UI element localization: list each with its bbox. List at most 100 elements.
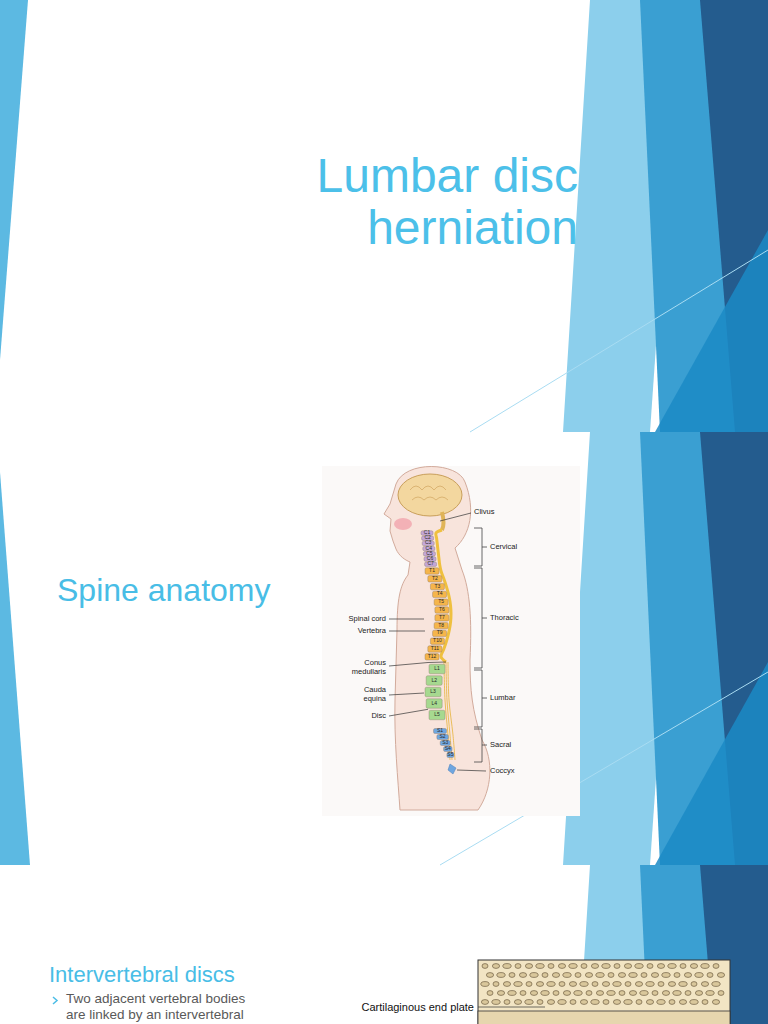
- bone-pore: [563, 973, 571, 978]
- brain: [398, 474, 462, 516]
- part-label: Vertebra: [358, 627, 386, 636]
- bone-pore: [492, 964, 499, 969]
- label-anchor: Cervical: [490, 543, 517, 552]
- label-anchor: Thoracic: [490, 614, 519, 623]
- vertebra-body: [434, 622, 448, 628]
- label-anchor: T8: [438, 623, 444, 629]
- vertebra-body: [426, 699, 442, 709]
- bone-pore: [680, 964, 686, 969]
- vertebra-number: T9: [437, 631, 443, 637]
- vertebra-body: [430, 638, 444, 644]
- label-anchor: S4: [445, 746, 451, 752]
- bone-pore: [674, 973, 680, 978]
- bone-pore: [525, 1000, 533, 1005]
- bone-pore: [493, 982, 499, 987]
- vertebra-number: T6: [439, 607, 445, 613]
- vertebra-number: T7: [439, 615, 445, 621]
- bone-pore: [668, 964, 676, 969]
- end-plate: [478, 1011, 730, 1024]
- bone-pore: [558, 1000, 566, 1005]
- bone-pore: [596, 973, 604, 978]
- bone-pore: [497, 991, 504, 996]
- vertebra-number: T12: [428, 654, 437, 660]
- vertebra-number: L1: [434, 666, 440, 672]
- vertebra-column: [421, 530, 455, 760]
- bone-pore: [641, 973, 647, 978]
- bone-pore: [525, 964, 532, 969]
- label-anchor: Spinal cord: [348, 615, 386, 624]
- slide-heading: Spine anatomy: [57, 572, 270, 609]
- vertebra-number: T4: [437, 592, 443, 598]
- vertebra-body: [425, 687, 441, 697]
- vertebra-body: [440, 741, 450, 746]
- deco-line: [470, 250, 768, 432]
- label-anchor: Sacral: [490, 741, 511, 750]
- deco-triangle: [640, 865, 768, 1024]
- bone-pore: [570, 1000, 576, 1005]
- vertebra-body: [447, 753, 454, 758]
- spine-illustration: [322, 466, 580, 816]
- bone-pore: [613, 982, 621, 987]
- label-anchor: S3: [442, 740, 448, 746]
- region-bracket: [474, 528, 487, 566]
- bone-pore: [580, 1000, 587, 1005]
- vertebra-body: [425, 562, 437, 566]
- title-anchor: Lumbar disc herniation: [278, 150, 578, 254]
- left-sliver: [0, 0, 28, 360]
- bone-pore: [690, 1000, 698, 1005]
- vertebra-body: [433, 591, 447, 597]
- bone-pore: [625, 982, 631, 987]
- bone-pore: [695, 991, 702, 996]
- bone-pore: [624, 964, 631, 969]
- vertebra-body: [429, 664, 445, 674]
- bone-pore: [552, 973, 559, 978]
- bone-pore: [536, 982, 543, 987]
- label-anchor: Disc: [371, 712, 386, 721]
- label-anchor: Cartilaginous end plate: [361, 1001, 474, 1014]
- label-anchor: Vertebra: [358, 627, 386, 636]
- label-anchor: T10: [433, 638, 442, 644]
- slide-decoration: [0, 0, 768, 432]
- bone-pore: [591, 1000, 599, 1005]
- bone-pore: [508, 991, 516, 996]
- label-anchor: L5: [434, 712, 440, 718]
- bone-pore: [691, 982, 697, 987]
- bone-pore: [668, 982, 675, 987]
- bone-pore: [514, 982, 522, 987]
- bone-pore: [629, 991, 636, 996]
- region-label: Lumbar: [490, 694, 515, 703]
- slide-decoration: [0, 432, 768, 865]
- label-anchor: Spine anatomy: [57, 572, 270, 609]
- vertebra-number: T3: [434, 584, 440, 590]
- bone-pore: [695, 973, 703, 978]
- label-anchor: Coccyx: [490, 767, 515, 776]
- vertebra-number: C7: [427, 561, 433, 567]
- label-anchor: T4: [437, 592, 443, 598]
- label-anchor: Lumbar: [490, 694, 515, 703]
- bone-pore: [520, 991, 526, 996]
- bone-pore: [519, 973, 526, 978]
- bone-pore: [526, 982, 532, 987]
- vertebra-body: [428, 576, 442, 582]
- vertebra-number: T1: [429, 568, 435, 574]
- vertebra-body: [433, 630, 447, 636]
- bone-pore: [662, 991, 669, 996]
- leader-line: [389, 631, 425, 632]
- bone-pore: [515, 964, 521, 969]
- region-label: Thoracic: [490, 614, 519, 623]
- bone-pore: [575, 973, 581, 978]
- bone-pore: [658, 982, 664, 987]
- bone-pore: [701, 982, 708, 987]
- vertebra-number: T2: [432, 576, 438, 582]
- bone-pore: [652, 991, 658, 996]
- bone-pore: [481, 1000, 488, 1005]
- label-anchor: T7: [439, 615, 445, 621]
- part-label: Cauda equina: [352, 686, 386, 703]
- vertebra-body: [425, 654, 439, 660]
- region-bracket: [474, 670, 487, 727]
- label-anchor: L1: [434, 666, 440, 672]
- label-anchor: S1: [437, 728, 443, 734]
- bone-pore: [607, 991, 615, 996]
- vertebra-body: [428, 646, 442, 652]
- bone-pore: [541, 991, 549, 996]
